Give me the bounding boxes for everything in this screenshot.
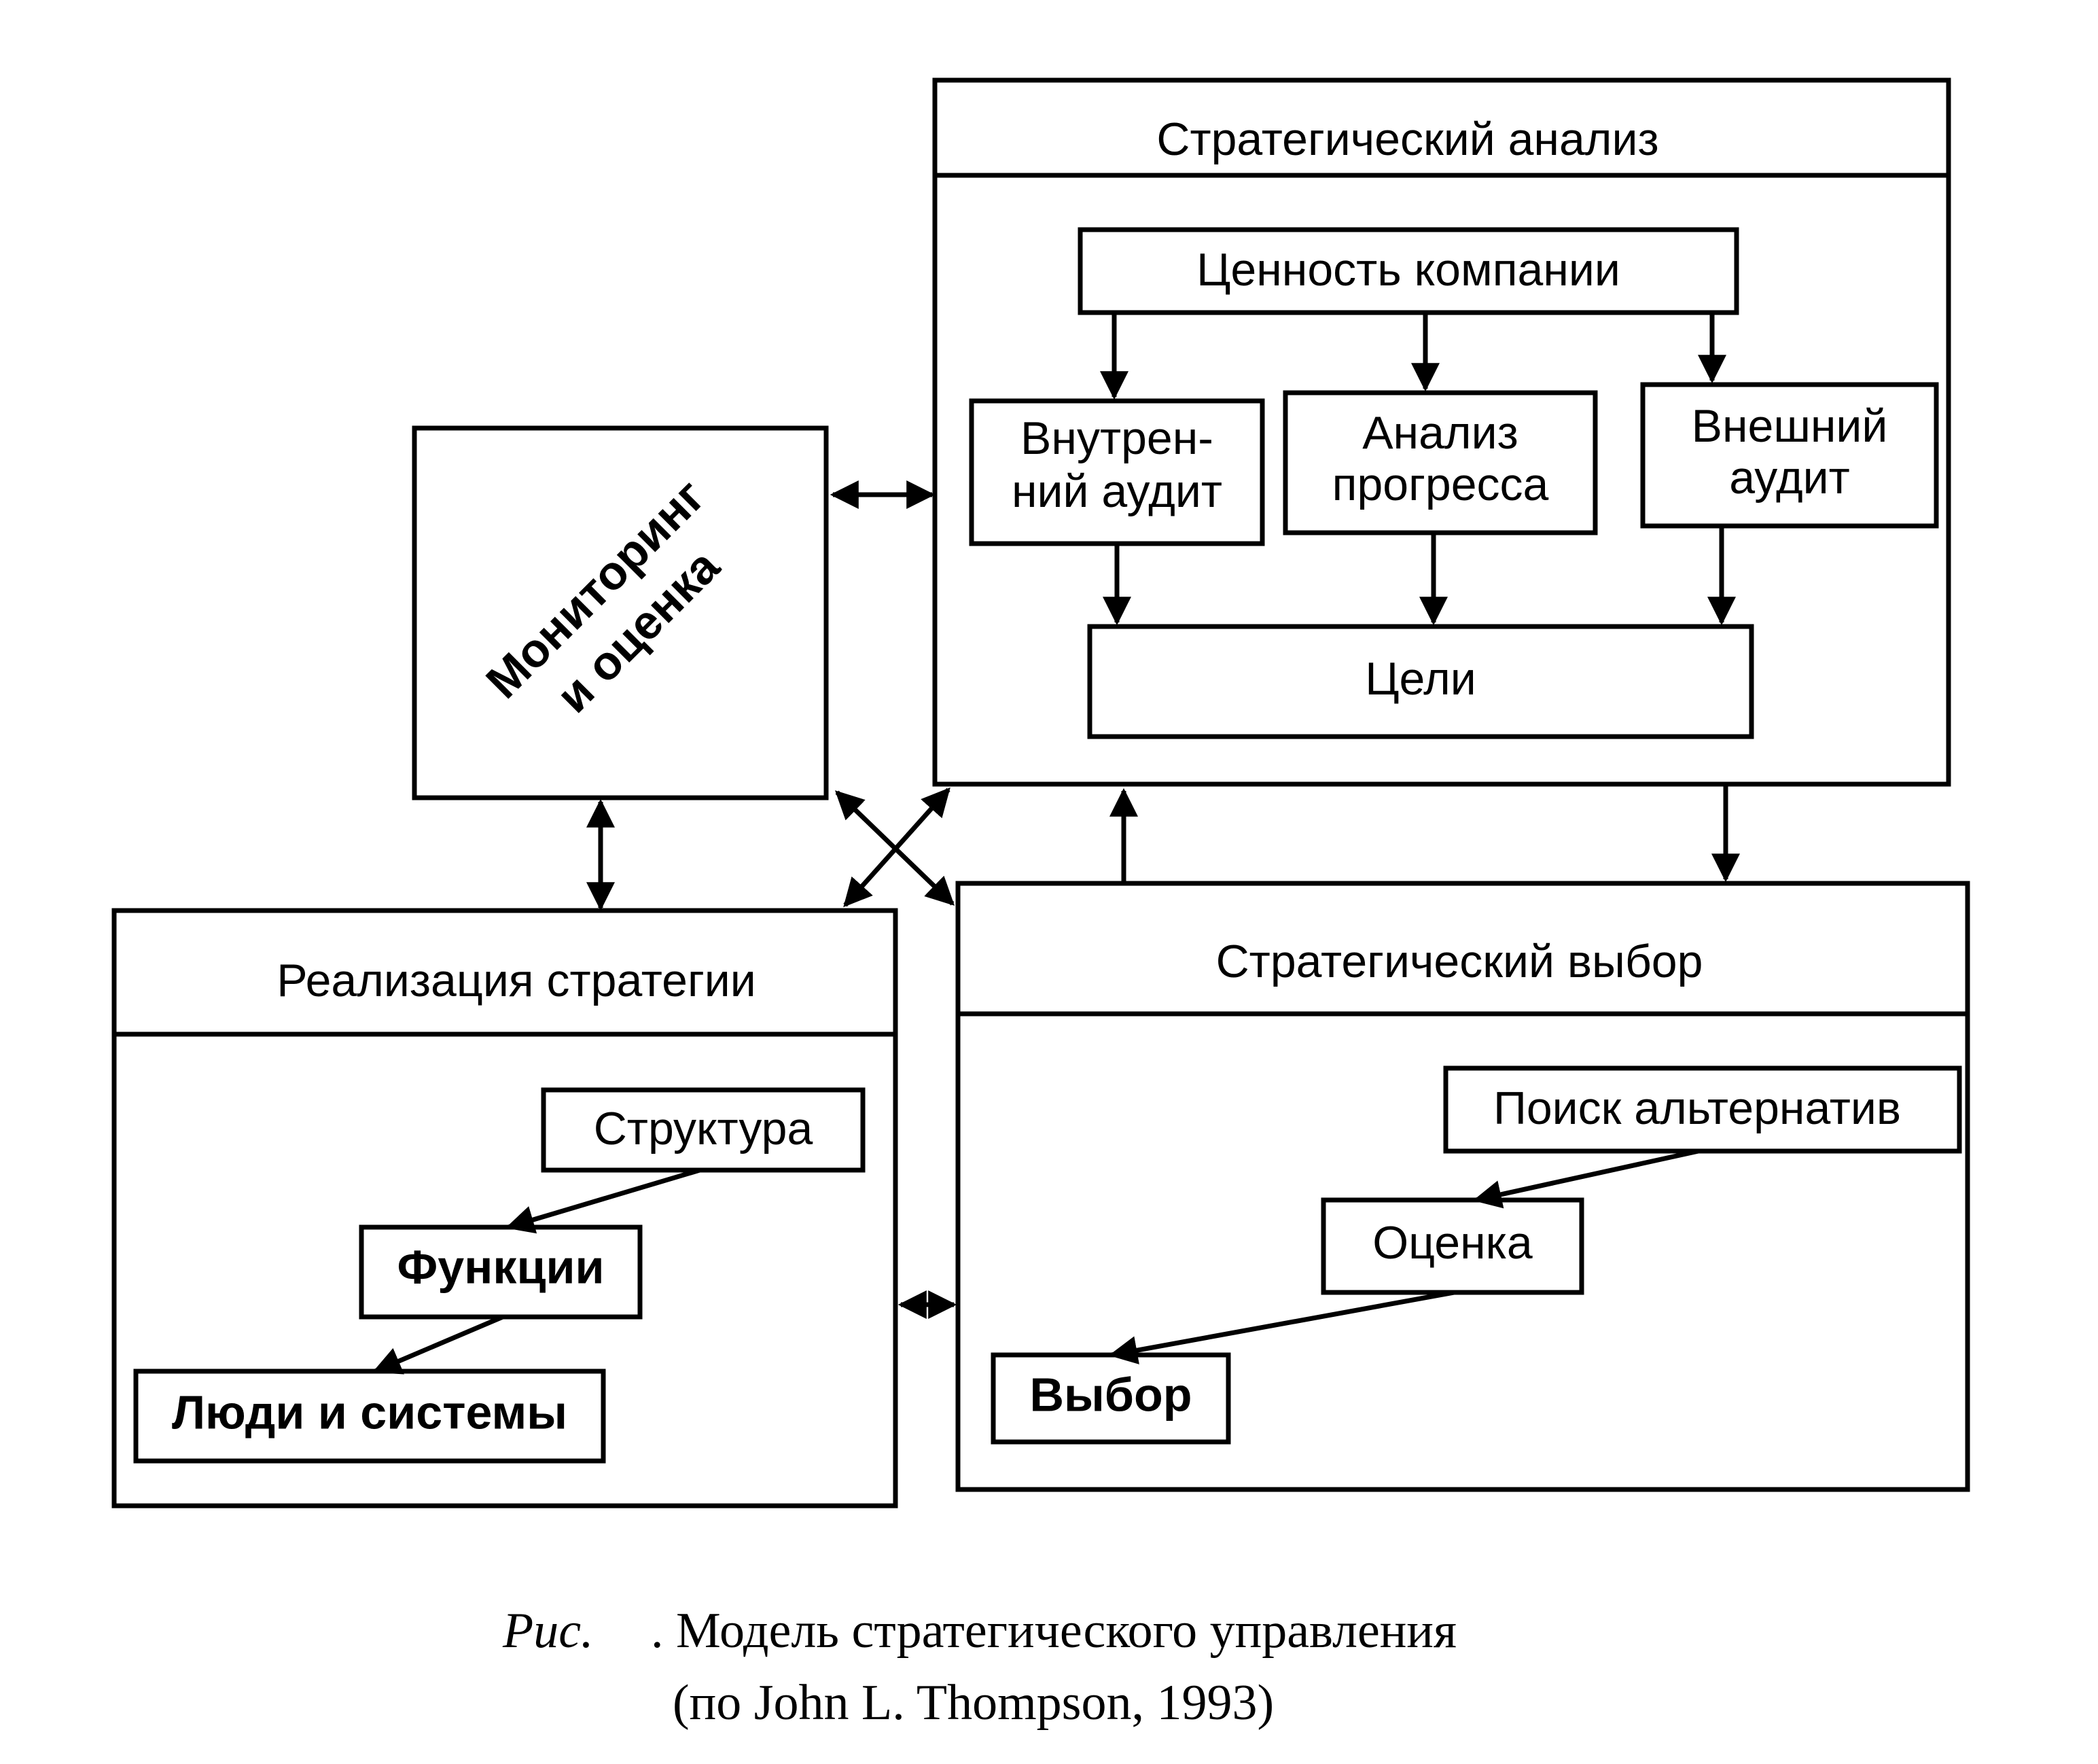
progress-analysis-label-line1: Анализ [1362,407,1518,459]
arrow-structure-to-functions [505,1167,700,1234]
figure-caption: Рис. . Модель стратегического управления… [502,1603,1457,1731]
strategy-implementation-title: Реализация стратегии [277,955,756,1006]
arrow-evaluation-to-selection [1108,1290,1455,1364]
internal-audit-label-line2: ний аудит [1012,465,1222,517]
alternatives-search-label: Поиск альтернатив [1493,1082,1901,1134]
progress-analysis-label-line2: прогресса [1332,459,1549,510]
progress-analysis-box [1283,390,1598,535]
structure-box [541,1087,866,1173]
goals-box [1087,624,1754,739]
external-audit-label-line2: аудит [1729,452,1850,504]
company-value-label: Ценность компании [1196,244,1620,296]
monitoring-panel: Мониторинг и оценка [412,425,829,800]
goals-label: Цели [1365,653,1476,705]
arrow-analysis-implementation [843,787,950,908]
strategic-choice-title: Стратегический выбор [1216,936,1703,987]
internal-audit-label-line1: Внутрен- [1020,412,1213,464]
alternatives-search-box [1443,1065,1962,1154]
arrow-functions-to-people [372,1314,504,1375]
people-systems-box [133,1369,606,1464]
caption-line2: (по John L. Thompson, 1993) [673,1675,1274,1731]
external-audit-label-line1: Внешний [1692,400,1888,452]
strategic-analysis-panel: Стратегический анализ Ценность компании … [932,77,1951,787]
strategic-analysis-title: Стратегический анализ [1156,113,1658,165]
company-value-box [1078,227,1739,315]
people-systems-label: Люди и системы [172,1386,567,1439]
external-audit-box [1640,382,1939,529]
strategic-choice-panel: Стратегический выбор Поиск альтернатив О… [955,881,1970,1492]
caption-prefix: Рис. [502,1603,594,1659]
evaluation-box [1321,1197,1584,1295]
selection-box [991,1352,1231,1445]
monitoring-box [412,425,829,800]
evaluation-label: Оценка [1372,1217,1533,1269]
functions-box [359,1224,643,1320]
selection-label: Выбор [1029,1368,1192,1421]
structure-label: Структура [594,1103,813,1154]
arrow-search-to-evaluation [1472,1148,1699,1209]
functions-label: Функции [397,1240,604,1293]
caption-line1: . Модель стратегического управления [651,1603,1457,1659]
strategy-implementation-panel: Реализация стратегии Структура Функции Л… [111,908,898,1509]
